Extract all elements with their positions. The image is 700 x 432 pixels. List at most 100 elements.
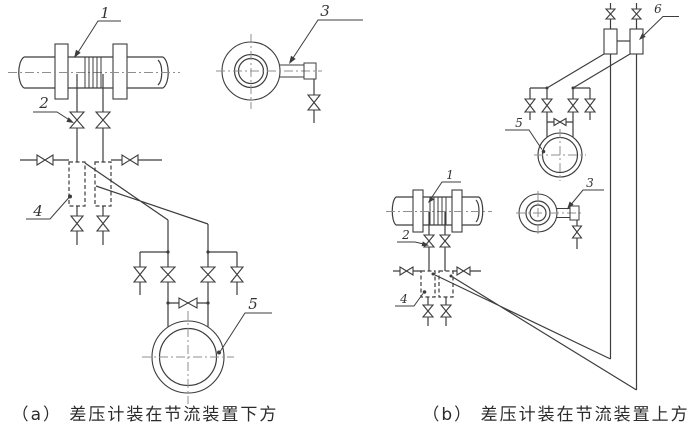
tap-valve-symbol bbox=[68, 111, 86, 129]
label-text: 3 bbox=[586, 176, 594, 190]
label-tap-valve-b: 2 bbox=[397, 228, 429, 247]
equalizer-valve-symbol bbox=[178, 297, 198, 309]
vent-valve-symbol bbox=[630, 8, 643, 20]
diagram-b: 1 2 3 4 5 bbox=[386, 2, 679, 391]
label-text: 6 bbox=[654, 2, 662, 16]
flange-left bbox=[54, 43, 69, 100]
gas-collector bbox=[629, 28, 644, 55]
label-leader bbox=[395, 293, 424, 307]
label-leader bbox=[220, 312, 272, 352]
label-condensate-pot-a: 4 bbox=[26, 194, 72, 220]
junction-dot bbox=[206, 301, 210, 305]
label-condensate-pot-b: 4 bbox=[395, 290, 427, 307]
isolation-valve-symbol bbox=[399, 266, 414, 276]
label-text: 5 bbox=[515, 116, 523, 130]
vent-valve-symbol bbox=[523, 98, 537, 113]
condensate-pot bbox=[68, 161, 86, 207]
labels-b: 1 2 3 4 5 bbox=[395, 2, 679, 307]
leader-arrowhead bbox=[639, 33, 646, 40]
block-valve-symbol bbox=[159, 266, 177, 283]
gauge-manifold-b bbox=[523, 86, 597, 138]
pipe-assembly-b bbox=[386, 189, 492, 233]
label-pipe-section-a: 3 bbox=[289, 2, 363, 64]
label-leader bbox=[76, 20, 121, 55]
leader-arrowhead bbox=[74, 49, 81, 58]
label-leader bbox=[505, 129, 543, 150]
label-text: 2 bbox=[38, 94, 49, 112]
drain-lines bbox=[76, 206, 104, 245]
vent-valve-symbol bbox=[604, 8, 617, 20]
tap-shutoff-valve-symbol bbox=[306, 94, 322, 111]
manifold-b bbox=[393, 266, 481, 276]
tap-fitting bbox=[280, 62, 317, 80]
junction-dot bbox=[166, 301, 170, 305]
leader-arrowhead bbox=[567, 201, 574, 210]
tap-valve-symbol bbox=[438, 234, 452, 248]
equalizer-valve-symbol bbox=[553, 117, 567, 127]
label-leader bbox=[26, 197, 70, 220]
isolation-valve-symbol bbox=[121, 154, 139, 166]
block-valve-symbol bbox=[199, 266, 217, 283]
drain-valve-symbol bbox=[69, 215, 85, 232]
junction-dot bbox=[431, 272, 435, 276]
drain-valve-symbol bbox=[421, 304, 435, 318]
label-leader bbox=[397, 241, 427, 245]
gas-collectors-b bbox=[603, 3, 644, 55]
isolation-valve-symbol bbox=[36, 154, 54, 166]
impulse-diagonals-b bbox=[432, 273, 637, 391]
dp-gauge-b bbox=[534, 129, 586, 181]
junction-dot bbox=[571, 86, 575, 90]
gauge-impulse-verticals bbox=[167, 220, 209, 327]
leader-arrowhead bbox=[289, 55, 296, 64]
leader-dot bbox=[217, 350, 221, 355]
label-leader bbox=[429, 181, 461, 201]
tap-shutoff-valve-symbol bbox=[571, 225, 583, 239]
leader-arrowhead bbox=[66, 117, 74, 123]
label-gas-collector-b: 6 bbox=[639, 2, 679, 40]
section-crosshair bbox=[516, 191, 584, 236]
gas-collector bbox=[603, 28, 618, 55]
flange-right bbox=[112, 43, 128, 100]
diagram-a: 1 2 3 4 5 bbox=[8, 2, 363, 404]
gauge-crosshair bbox=[142, 311, 234, 404]
label-dp-gauge-a: 5 bbox=[217, 295, 272, 355]
caption-b: （b） 差压计装在节流装置上方 bbox=[422, 405, 689, 425]
leader-dot bbox=[68, 194, 72, 199]
label-text: 3 bbox=[320, 2, 330, 20]
label-text: 1 bbox=[446, 168, 454, 182]
vent-valve-symbol bbox=[132, 266, 148, 283]
pipe-section-a bbox=[216, 34, 322, 123]
leader-arrowhead bbox=[428, 196, 435, 203]
block-valve-symbol bbox=[540, 98, 554, 113]
label-text: 1 bbox=[100, 4, 110, 22]
label-leader bbox=[33, 111, 72, 122]
junction-dot bbox=[449, 274, 453, 278]
label-text: 4 bbox=[399, 292, 408, 306]
pipe-assembly-a bbox=[8, 43, 180, 100]
pipe-section-b bbox=[516, 191, 584, 249]
impulse-taps-a bbox=[68, 74, 112, 162]
junction-dot bbox=[166, 250, 170, 254]
tee-lines bbox=[529, 87, 591, 138]
tap-valve-symbol bbox=[94, 111, 112, 129]
drain-valve-symbol bbox=[95, 215, 111, 232]
block-valve-symbol bbox=[566, 98, 580, 113]
label-orifice-a: 1 bbox=[74, 4, 121, 58]
drain-lines bbox=[427, 297, 447, 326]
condensate-pot bbox=[94, 161, 112, 207]
label-leader bbox=[568, 189, 604, 208]
orifice-hatch bbox=[84, 57, 102, 88]
label-orifice-b: 1 bbox=[428, 168, 461, 203]
label-pipe-section-b: 3 bbox=[567, 176, 604, 210]
impulse-diagonals-a bbox=[84, 162, 209, 225]
junction-dot bbox=[545, 86, 549, 90]
condensate-pots-a bbox=[68, 161, 112, 245]
tap-lines bbox=[76, 74, 104, 162]
labels-a: 1 2 3 4 5 bbox=[26, 2, 363, 355]
label-leader bbox=[290, 19, 363, 62]
vent-valve-symbol bbox=[229, 266, 245, 283]
manifold-a bbox=[20, 154, 162, 166]
label-text: 2 bbox=[401, 228, 410, 242]
